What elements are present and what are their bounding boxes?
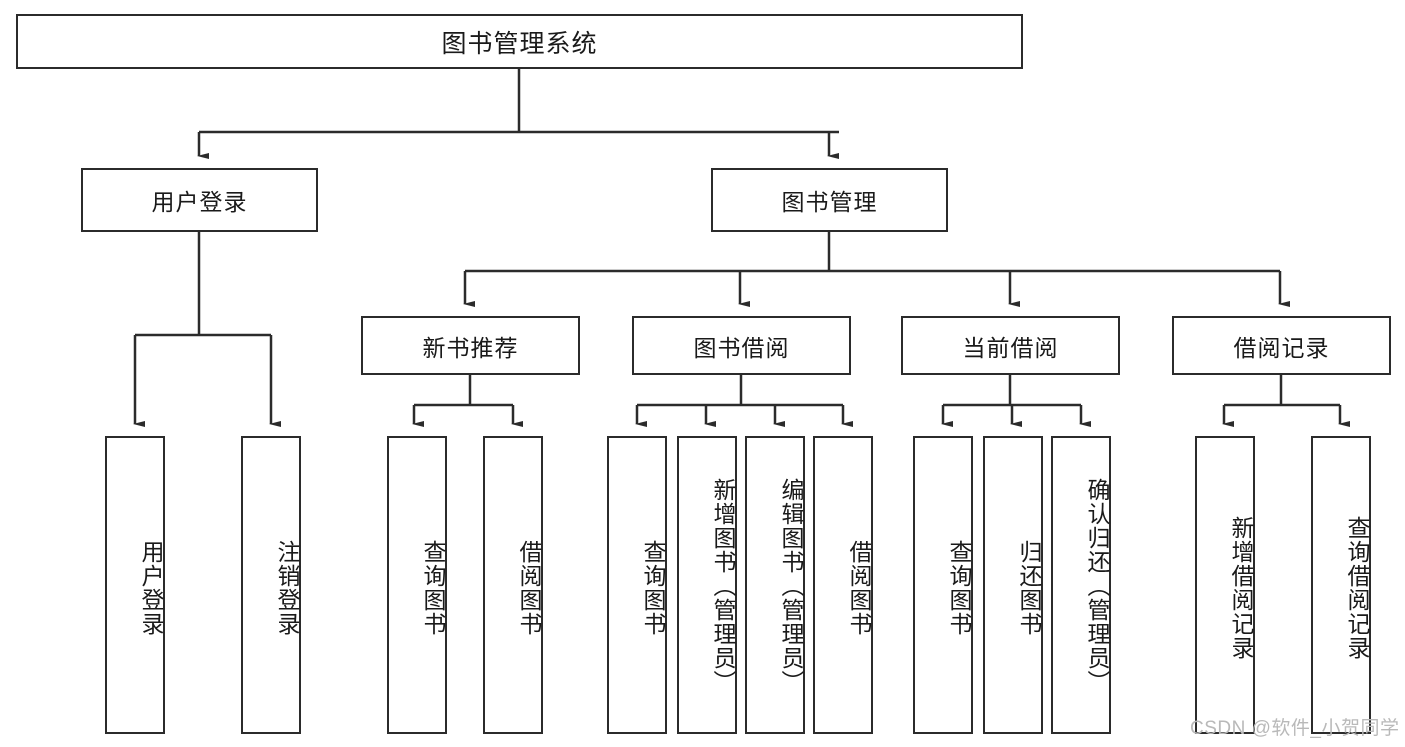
leaf-edit-book-admin[interactable]: 编辑图书（管理员） [745, 436, 805, 734]
leaf-query-book-current[interactable]: 查询图书 [913, 436, 973, 734]
node-borrow-record[interactable]: 借阅记录 [1172, 316, 1391, 375]
node-current-borrow[interactable]: 当前借阅 [901, 316, 1120, 375]
leaf-add-book-admin[interactable]: 新增图书（管理员） [677, 436, 737, 734]
leaf-borrow-book[interactable]: 借阅图书 [813, 436, 873, 734]
leaf-query-borrow-record[interactable]: 查询借阅记录 [1311, 436, 1371, 734]
node-user-login[interactable]: 用户登录 [81, 168, 318, 232]
node-book-borrow[interactable]: 图书借阅 [632, 316, 851, 375]
node-new-book-recommendation[interactable]: 新书推荐 [361, 316, 580, 375]
leaf-add-borrow-record[interactable]: 新增借阅记录 [1195, 436, 1255, 734]
node-book-management[interactable]: 图书管理 [711, 168, 948, 232]
leaf-logout[interactable]: 注销登录 [241, 436, 301, 734]
leaf-query-book-recommendation[interactable]: 查询图书 [387, 436, 447, 734]
leaf-user-login[interactable]: 用户登录 [105, 436, 165, 734]
leaf-query-book-borrow[interactable]: 查询图书 [607, 436, 667, 734]
watermark-text: CSDN @软件_小贺同学 [1190, 718, 1400, 739]
leaf-confirm-return-admin[interactable]: 确认归还（管理员） [1051, 436, 1111, 734]
node-root[interactable]: 图书管理系统 [16, 14, 1023, 69]
leaf-borrow-book-recommendation[interactable]: 借阅图书 [483, 436, 543, 734]
leaf-return-book[interactable]: 归还图书 [983, 436, 1043, 734]
